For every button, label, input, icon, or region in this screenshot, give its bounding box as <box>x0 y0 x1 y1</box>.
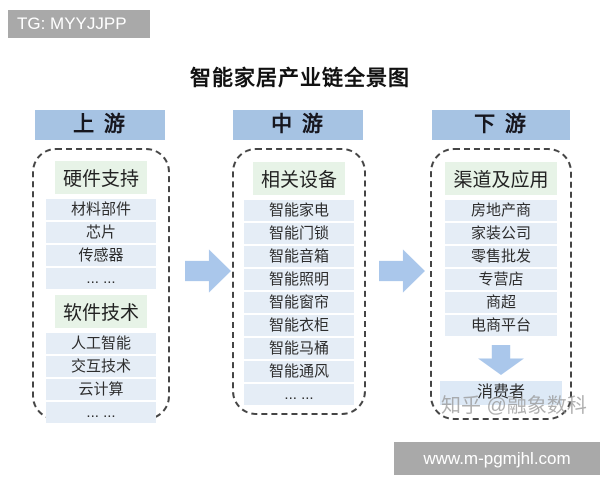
list-item: 家装公司 <box>445 223 557 244</box>
tg-badge: TG: MYYJJPP <box>8 10 150 38</box>
group-label: 相关设备 <box>252 162 345 195</box>
hardware-group: 硬件支持 材料部件 芯片 传感器 ... ... <box>46 161 156 291</box>
list-item: 智能马桶 <box>244 338 354 359</box>
list-item: 智能照明 <box>244 269 354 290</box>
watermark: 知乎 @融象数科 <box>441 395 587 417</box>
column-header-upstream: 上 游 <box>35 110 165 140</box>
group-label: 渠道及应用 <box>445 162 557 195</box>
list-item: 人工智能 <box>46 333 156 354</box>
list-item: 专营店 <box>445 269 557 290</box>
list-item: 商超 <box>445 292 557 313</box>
software-group: 软件技术 人工智能 交互技术 云计算 ... ... <box>46 295 156 425</box>
list-item: 传感器 <box>46 245 156 266</box>
list-item: ... ... <box>244 384 354 405</box>
list-item: 智能音箱 <box>244 246 354 267</box>
list-item: 芯片 <box>46 222 156 243</box>
column-header-downstream: 下 游 <box>432 110 570 140</box>
list-item: 云计算 <box>46 379 156 400</box>
list-item: 电商平台 <box>445 315 557 336</box>
list-item: 智能门锁 <box>244 223 354 244</box>
downstream-box: 渠道及应用 房地产商 家装公司 零售批发 专营店 商超 电商平台 消费者 <box>430 148 572 420</box>
list-item: 零售批发 <box>445 246 557 267</box>
midstream-box: 相关设备 智能家电 智能门锁 智能音箱 智能照明 智能窗帘 智能衣柜 智能马桶 … <box>232 148 366 415</box>
devices-group: 相关设备 智能家电 智能门锁 智能音箱 智能照明 智能窗帘 智能衣柜 智能马桶 … <box>244 162 354 407</box>
list-item: 材料部件 <box>46 199 156 220</box>
consumer-box: 消费者 <box>440 381 562 405</box>
upstream-box: 硬件支持 材料部件 芯片 传感器 ... ... 软件技术 人工智能 交互技术 … <box>32 148 170 423</box>
group-label: 硬件支持 <box>54 161 147 194</box>
list-item: 智能通风 <box>244 361 354 382</box>
list-item: 智能家电 <box>244 200 354 221</box>
list-item: 交互技术 <box>46 356 156 377</box>
list-item: 智能衣柜 <box>244 315 354 336</box>
arrow-down-icon <box>478 345 524 375</box>
arrow-right-icon <box>185 249 231 293</box>
list-item: 智能窗帘 <box>244 292 354 313</box>
list-item: ... ... <box>46 268 156 289</box>
channels-group: 渠道及应用 房地产商 家装公司 零售批发 专营店 商超 电商平台 <box>445 162 557 338</box>
list-item: ... ... <box>46 402 156 423</box>
arrow-right-icon <box>379 249 425 293</box>
column-header-midstream: 中 游 <box>233 110 363 140</box>
footer-url: www.m-pgmjhl.com <box>394 442 600 475</box>
group-label: 软件技术 <box>54 295 147 328</box>
list-item: 房地产商 <box>445 200 557 221</box>
page-title: 智能家居产业链全景图 <box>190 67 410 90</box>
